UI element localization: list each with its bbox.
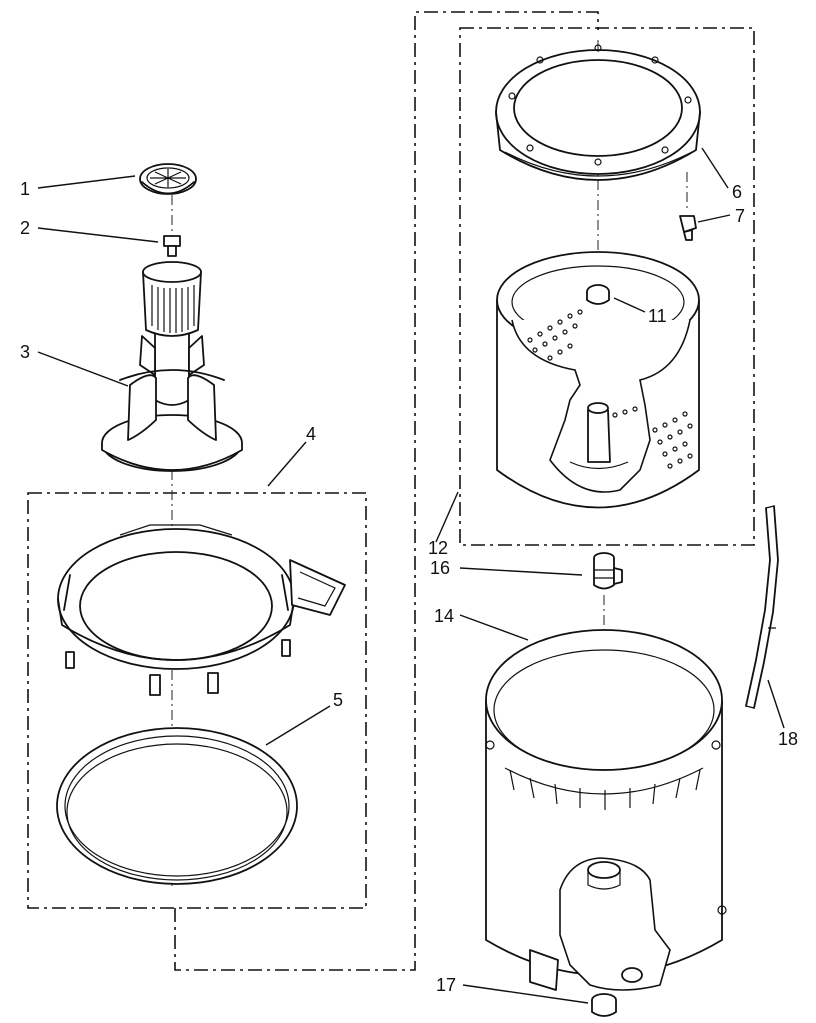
box-assembly-4 — [27, 492, 367, 909]
callout-16: 16 — [430, 558, 450, 578]
callout-1: 1 — [20, 179, 30, 199]
spin-basket-icon — [496, 251, 700, 509]
callout-18: 18 — [778, 729, 798, 749]
outer-tub-icon — [485, 629, 727, 991]
tub-ring-icon — [57, 524, 346, 696]
leader-lines — [37, 147, 785, 1004]
tub-seal-icon — [56, 727, 298, 885]
callout-14: 14 — [434, 606, 454, 626]
callout-12: 12 — [428, 538, 448, 558]
bolt-icon — [163, 235, 181, 257]
agitator-cap-icon — [139, 163, 197, 195]
callout-17: 17 — [436, 975, 456, 995]
box-assembly-12 — [459, 27, 755, 546]
balance-ring-icon — [495, 44, 701, 181]
callout-2: 2 — [20, 218, 30, 238]
callout-11: 11 — [648, 306, 667, 326]
callout-4: 4 — [306, 424, 316, 444]
agitator-icon — [101, 261, 243, 472]
callout-5: 5 — [333, 690, 343, 710]
callout-labels: 1 2 3 4 5 6 7 11 12 14 16 17 18 — [20, 179, 798, 995]
callout-7: 7 — [735, 206, 745, 226]
callout-3: 3 — [20, 342, 30, 362]
drive-block-icon — [593, 552, 623, 590]
drive-nut-icon — [586, 284, 610, 305]
screw-icon — [679, 215, 697, 241]
group-boxes — [27, 11, 755, 971]
drain-plug-icon — [591, 993, 617, 1017]
callout-6: 6 — [732, 182, 742, 202]
hose-icon — [745, 505, 779, 709]
